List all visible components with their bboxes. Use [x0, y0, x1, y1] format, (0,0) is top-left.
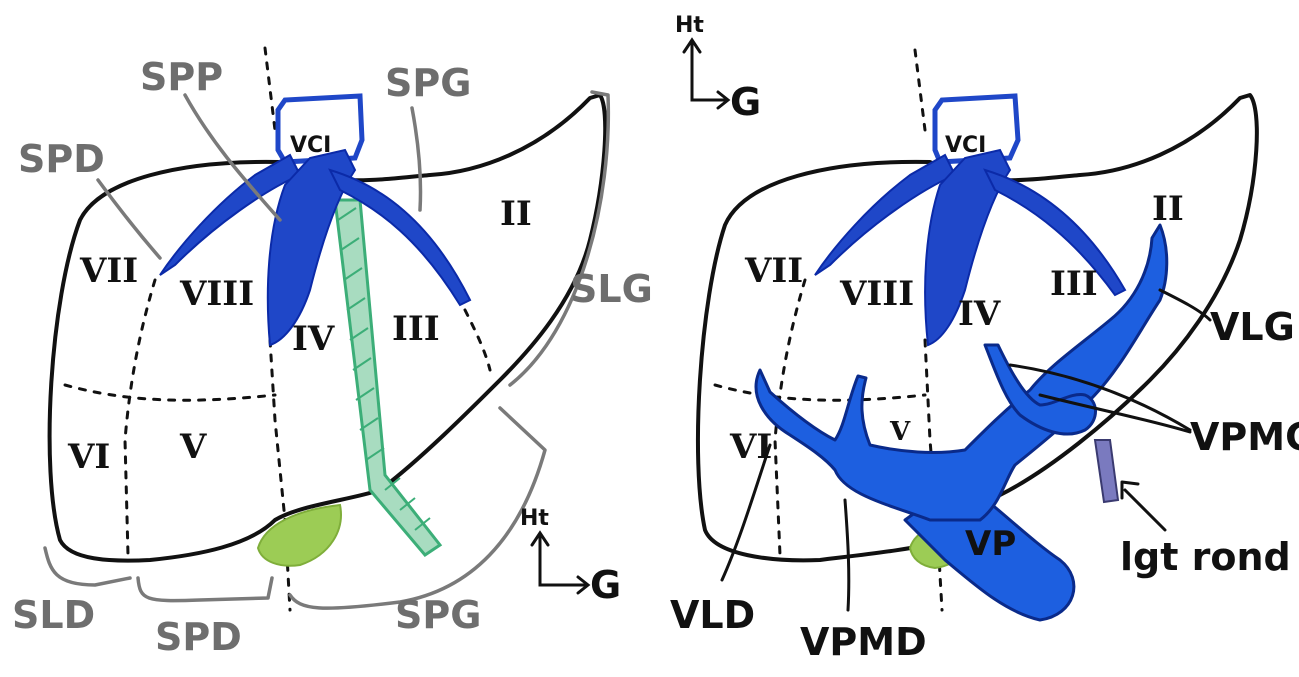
spd-leader-line: [98, 180, 160, 258]
segment-iii-right: III: [1050, 264, 1098, 304]
label-vp: VP: [965, 524, 1016, 564]
segment-v-right: V: [889, 417, 911, 447]
segment-vi-left: VI: [67, 437, 110, 477]
segment-v-left: V: [179, 427, 207, 467]
segment-viii-left: VIII: [179, 274, 254, 314]
segment-vii-left: VII: [79, 251, 138, 291]
segment-ii-right: II: [1152, 189, 1184, 229]
label-vlg: VLG: [1210, 305, 1295, 349]
segment-ii-left: II: [500, 194, 532, 234]
gallbladder-left: [258, 505, 341, 566]
orientation-arrows-left: [532, 533, 588, 593]
orientation-right-left: G: [590, 563, 621, 607]
slg-bracket: [510, 92, 608, 385]
segment-iii-left: III: [392, 309, 440, 349]
round-ligament: [1095, 440, 1118, 502]
orientation-right-right: G: [730, 80, 761, 124]
vlg-leader-line: [1160, 290, 1210, 320]
label-lgt-rond: lgt rond: [1120, 535, 1291, 579]
horizontal-fissure-right: [715, 385, 925, 400]
lgt-rond-leader-line: [1122, 482, 1165, 530]
sld-bracket: [45, 548, 130, 585]
label-spg-bottom: SPG: [395, 593, 481, 637]
label-spg-top: SPG: [385, 61, 471, 105]
segment-viii-right: VIII: [839, 274, 914, 314]
horizontal-fissure-left: [65, 385, 275, 400]
segment-iv-left: IV: [292, 319, 335, 359]
left-fissure-dash: [465, 310, 490, 370]
left-panel: VCI VII VIII IV III II VI V SPD SPP SPG: [12, 48, 653, 659]
orientation-up-right: Ht: [675, 13, 704, 38]
orientation-marker-right: Ht G: [675, 13, 761, 124]
orientation-arrows-right: [684, 40, 728, 108]
orientation-up-left: Ht: [520, 506, 549, 531]
label-vpmg: VPMG: [1190, 415, 1299, 459]
label-spp: SPP: [140, 55, 223, 99]
label-spd-top: SPD: [18, 137, 105, 181]
spd-bottom-bracket: [138, 578, 272, 601]
segment-iv-right: IV: [958, 294, 1001, 334]
spg-top-leader-line: [412, 108, 421, 210]
segment-vii-right: VII: [744, 251, 803, 291]
label-sld: SLD: [12, 593, 95, 637]
orientation-marker-left: Ht G: [520, 506, 621, 607]
label-vld: VLD: [670, 593, 755, 637]
label-slg: SLG: [570, 267, 653, 311]
right-portal-fissure-left: [125, 280, 155, 555]
right-panel: Ht G VCI VII VIII: [670, 13, 1299, 664]
label-spd-bottom: SPD: [155, 615, 242, 659]
label-vpmd: VPMD: [800, 620, 927, 664]
